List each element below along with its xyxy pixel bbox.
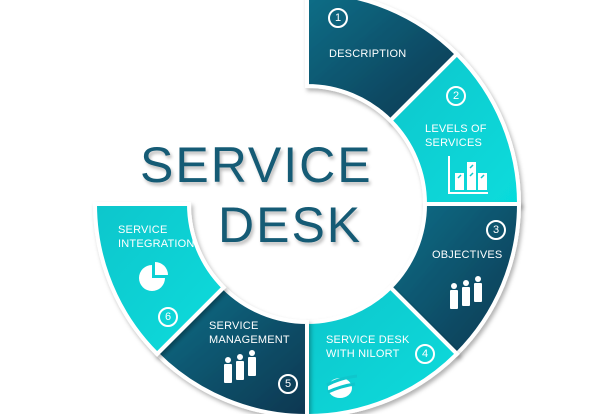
segment-6-label-line-1: SERVICE [118, 224, 168, 236]
segment-5-number: 5 [278, 374, 298, 394]
segment-5-label-line-1: SERVICE [209, 320, 259, 332]
pie-chart-icon [139, 262, 168, 291]
bar-chart-icon [448, 156, 488, 194]
segment-3-number: 3 [486, 220, 506, 240]
segment-4-number: 4 [415, 344, 435, 364]
people-icon [224, 350, 256, 383]
segment-2-label-line-2: SERVICES [425, 137, 483, 149]
segment-6-number: 6 [158, 307, 178, 327]
title-line-2: DESK [218, 197, 363, 253]
segment-4-label: SERVICE DESK WITH NILORT [326, 333, 410, 361]
segment-6-label: SERVICE INTEGRATION [118, 223, 195, 251]
people-icon [450, 276, 482, 309]
segment-2-number: 2 [446, 86, 466, 106]
segment-1-number: 1 [328, 8, 348, 28]
segment-3-label: OBJECTIVES [432, 249, 503, 261]
title-line-1: SERVICE [140, 137, 373, 193]
segment-4-label-line-1: SERVICE DESK [326, 334, 410, 346]
segment-5-label: SERVICE MANAGEMENT [209, 319, 290, 347]
nilort-logo-icon [326, 374, 358, 398]
segment-5-label-line-2: MANAGEMENT [209, 334, 290, 346]
segment-1-label: DESCRIPTION [329, 48, 407, 60]
segment-4-label-line-2: WITH NILORT [326, 348, 400, 360]
segment-6-label-line-2: INTEGRATION [118, 238, 195, 250]
segment-2-label-line-1: LEVELS OF [425, 123, 487, 135]
segment-2-label: LEVELS OF SERVICES [425, 122, 487, 150]
